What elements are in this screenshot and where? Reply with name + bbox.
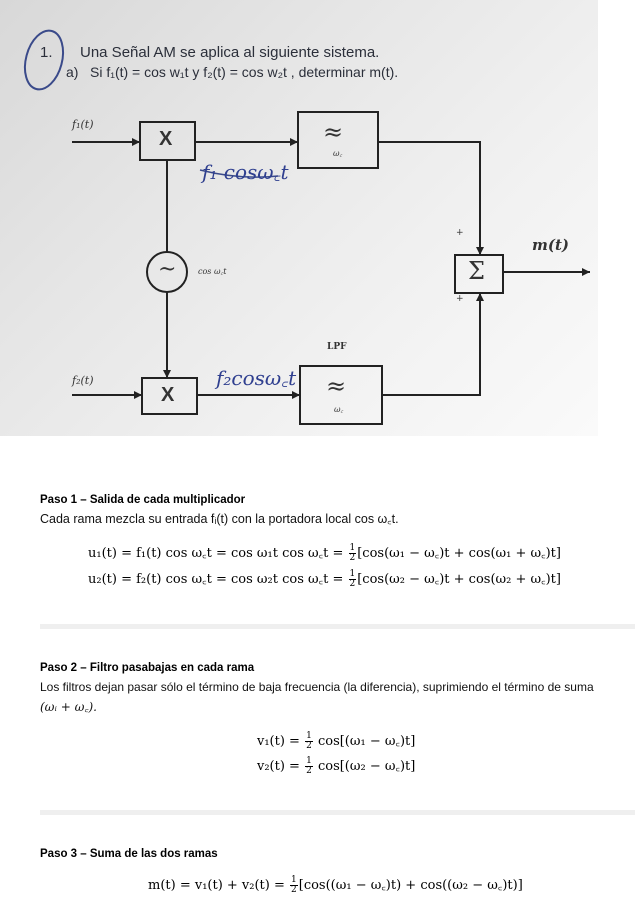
problem-statement: Una Señal AM se aplica al siguiente sist… (80, 44, 380, 61)
eq-u1-rhs: [cos(ω₁ − ω꜀)t + cos(ω₁ + ω꜀)t] (357, 546, 561, 561)
step-3-title: Paso 3 – Suma de las dos ramas (40, 848, 218, 860)
sum-symbol: Σ (468, 257, 485, 285)
eq-v2-lhs: v₂(t) = (257, 759, 305, 774)
input1-label: f₁(t) (72, 118, 94, 131)
step-1-title: Paso 1 – Salida de cada multiplicador (40, 494, 246, 506)
oscillator-label: cos ω꜀t (198, 267, 227, 276)
eq-u2: u₂(t) = f₂(t) cos ω꜀t = cos ω₂t cos ω꜀t … (88, 569, 561, 589)
block-diagram (23, 29, 590, 425)
filter-top-sub: ω꜀ (333, 149, 343, 158)
problem-photo: 1. Una Señal AM se aplica al siguiente s… (0, 0, 598, 436)
filter-top (297, 111, 379, 169)
eq-u2-lhs: u₂(t) = f₂(t) cos ω꜀t = cos ω₂t cos ω꜀t … (88, 572, 348, 587)
multiplier-bottom-symbol: X (161, 384, 175, 406)
step-2: Paso 2 – Filtro pasabajas en cada rama L… (40, 662, 630, 717)
filter-bottom-sub: ω꜀ (334, 405, 344, 414)
filter-bottom-symbol: ≈ (326, 372, 347, 400)
eq-v1-rhs: cos[(ω₁ − ω꜀)t] (313, 734, 416, 749)
step-2-desc: Los filtros dejan pasar sólo el término … (40, 680, 594, 694)
step-1: Paso 1 – Salida de cada multiplicador Ca… (40, 494, 630, 529)
eq-u2-rhs: [cos(ω₂ − ω꜀)t + cos(ω₂ + ω꜀)t] (357, 572, 561, 587)
problem-number: 1. (40, 44, 53, 61)
input2-label: f₂(t) (72, 374, 94, 387)
problem-question: Si f₁(t) = cos w₁t y f₂(t) = cos w₂t , d… (90, 64, 399, 80)
eq-u1: u₁(t) = f₁(t) cos ω꜀t = cos ω₁t cos ω꜀t … (88, 543, 561, 563)
eq-u1-lhs: u₁(t) = f₁(t) cos ω꜀t = cos ω₁t cos ω꜀t … (88, 546, 348, 561)
oscillator-symbol: ~ (158, 257, 177, 282)
filter-bottom-label: LPF (327, 342, 347, 352)
problem-subitem: a) (66, 64, 79, 80)
top-annotation: f₁ cosω꜀t (202, 160, 289, 184)
eq-m-lhs: m(t) = v₁(t) + v₂(t) = (148, 878, 290, 893)
sum-plus-top: + (456, 228, 464, 238)
step-3: Paso 3 – Suma de las dos ramas (40, 848, 630, 860)
sum-plus-bottom: + (456, 294, 464, 304)
step-2-desc-cont: (ωᵢ + ω꜀). (40, 700, 97, 714)
eq-m-rhs: [cos((ω₁ − ω꜀)t) + cos((ω₂ − ω꜀)t)] (298, 878, 523, 893)
output-label: m(t) (532, 236, 569, 254)
step-1-desc: Cada rama mezcla su entrada fᵢ(t) con la… (40, 512, 399, 526)
handwritten-stroke (199, 169, 279, 178)
filter-top-symbol: ≈ (323, 118, 344, 146)
bottom-annotation: f₂cosω꜀t (216, 366, 297, 390)
filter-bottom (299, 365, 383, 425)
eq-v1-lhs: v₁(t) = (257, 734, 305, 749)
eq-v2-rhs: cos[(ω₂ − ω꜀)t] (313, 759, 416, 774)
multiplier-top-symbol: X (159, 128, 173, 150)
divider (40, 810, 635, 815)
step-2-title: Paso 2 – Filtro pasabajas en cada rama (40, 662, 255, 674)
divider (40, 624, 635, 629)
circle-mark-icon (23, 29, 65, 91)
